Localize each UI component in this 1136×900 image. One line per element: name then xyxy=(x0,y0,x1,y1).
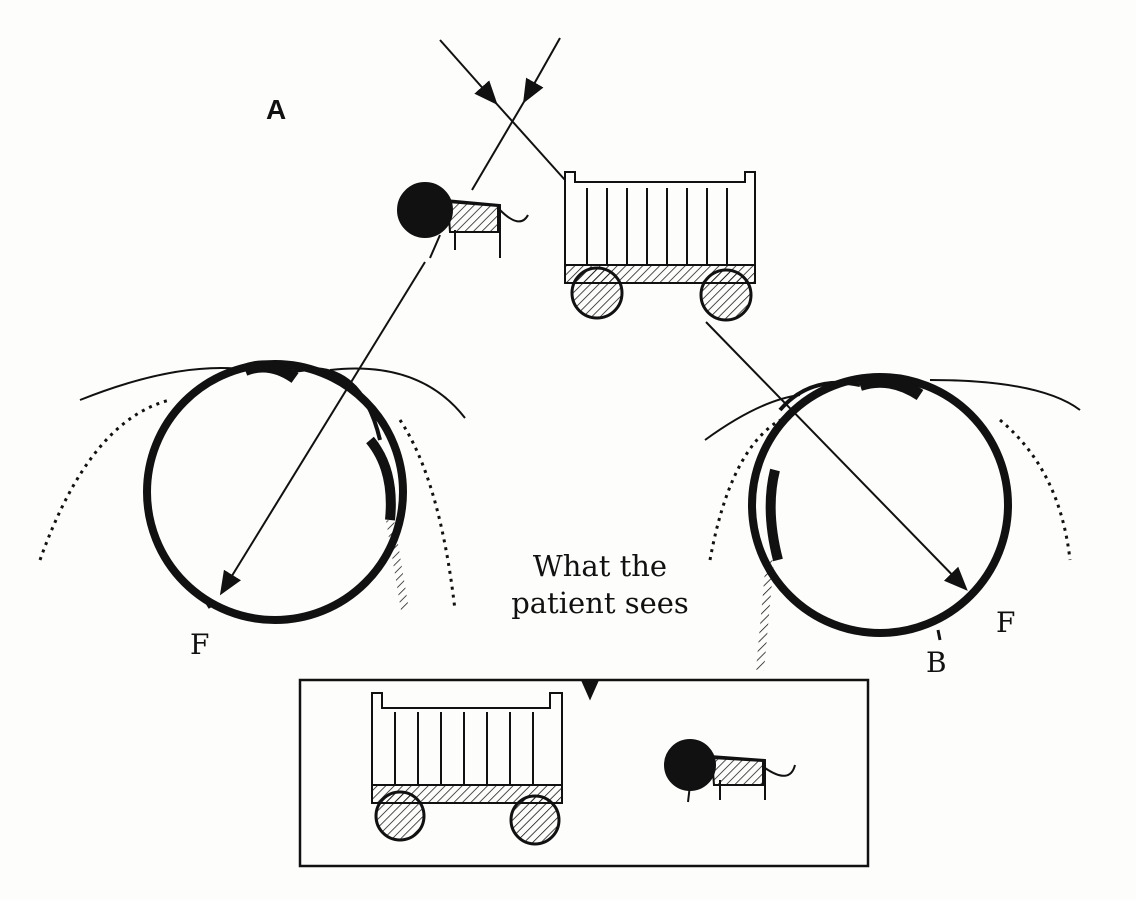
caption: What the patient sees xyxy=(511,549,689,620)
perceived-cart xyxy=(371,692,563,846)
ray-cart xyxy=(439,39,968,591)
left-eye xyxy=(38,360,466,624)
right-blind-label: B xyxy=(926,646,947,679)
lion-object xyxy=(397,182,529,259)
panel-label: A xyxy=(266,94,287,125)
cart-object xyxy=(564,171,756,322)
patient-view-box xyxy=(298,678,870,868)
right-eye xyxy=(704,373,1081,671)
ray-lion xyxy=(219,37,561,596)
right-focus-label: F xyxy=(996,606,1016,639)
perceived-lion xyxy=(664,739,796,803)
left-focus-label: F xyxy=(190,628,210,661)
